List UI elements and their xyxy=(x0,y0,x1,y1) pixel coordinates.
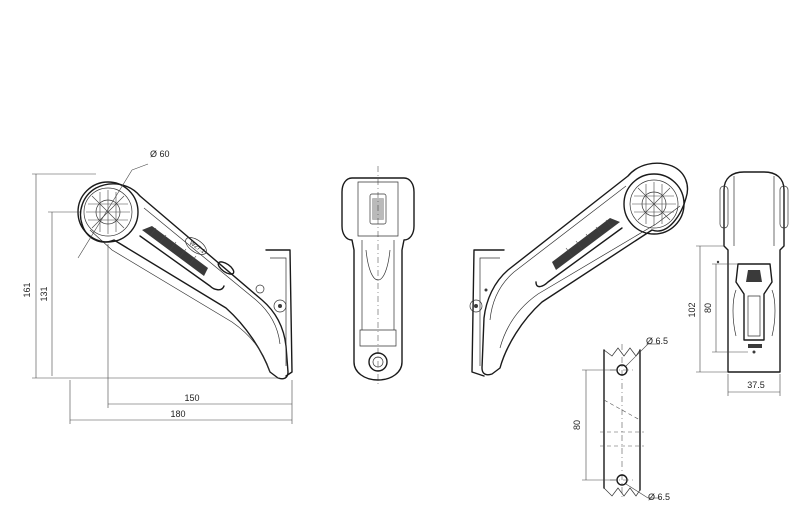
dim-base-width: 37.5 xyxy=(747,380,765,390)
dim-width-inner: 150 xyxy=(184,393,199,403)
dim-hole-spacing: 80 xyxy=(572,420,582,430)
dim-height-inner: 131 xyxy=(39,286,49,301)
dim-hole-top: Ø 6.5 xyxy=(646,336,668,346)
dim-base-inner: 80 xyxy=(703,303,713,313)
front-view xyxy=(341,166,415,384)
dim-base-height: 102 xyxy=(687,302,697,317)
dim-height-total: 161 xyxy=(22,282,32,297)
dim-lens-diameter: Ø 60 xyxy=(150,149,170,159)
side-view-left: W27.1 Ø 60 161 131 150 180 xyxy=(22,149,293,424)
hole-pattern-detail: Ø 6.5 Ø 6.5 80 xyxy=(572,336,670,502)
rear-view: 102 80 37.5 xyxy=(687,171,789,396)
side-view-right xyxy=(469,162,689,377)
dim-width-total: 180 xyxy=(170,409,185,419)
dim-hole-bottom: Ø 6.5 xyxy=(648,492,670,502)
